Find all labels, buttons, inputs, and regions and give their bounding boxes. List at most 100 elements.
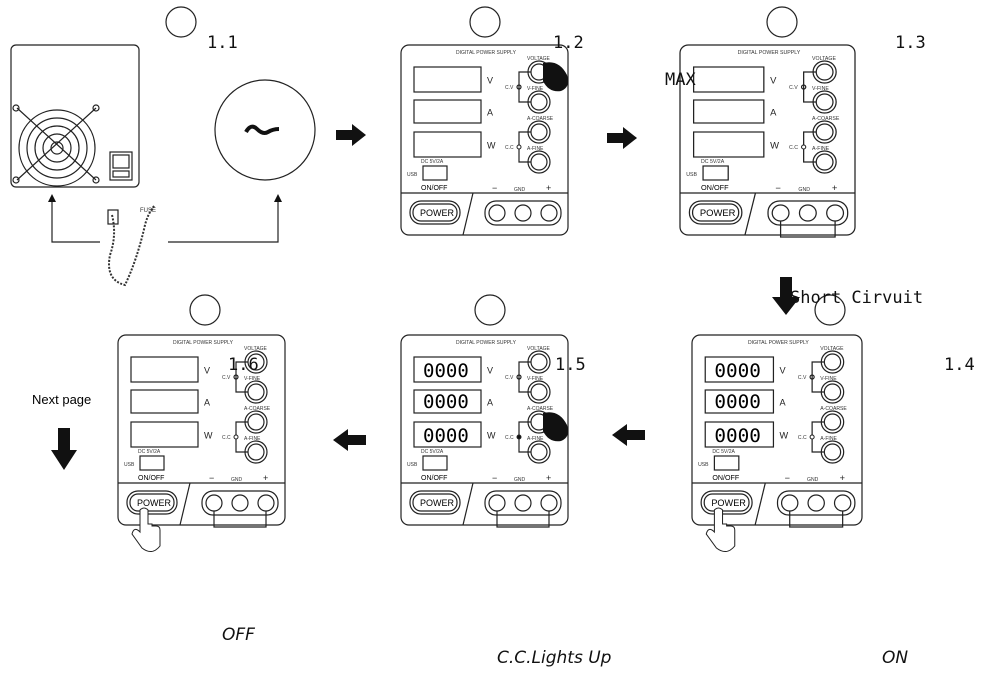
minus-label: −	[785, 473, 790, 483]
usb-port[interactable]	[422, 455, 448, 471]
hand-icon	[705, 507, 736, 552]
gnd-terminal[interactable]	[514, 494, 532, 512]
caption-off: OFF	[222, 625, 255, 645]
display-W	[704, 421, 775, 448]
hand-icon	[543, 62, 569, 92]
negative-terminal[interactable]	[488, 494, 506, 512]
usb-label: USB	[407, 462, 418, 468]
gnd-terminal[interactable]	[807, 494, 825, 512]
minus-label: −	[492, 473, 497, 483]
display-A	[692, 99, 765, 124]
unit-label: V	[780, 366, 787, 376]
positive-terminal[interactable]	[257, 494, 275, 512]
fuse-label: FUSE	[140, 208, 156, 214]
cc-indicator	[809, 434, 815, 440]
usb-port[interactable]	[713, 455, 740, 471]
unit-label: V	[204, 366, 210, 376]
short-circuit-wire	[789, 511, 844, 528]
power-button[interactable]	[409, 490, 461, 515]
unit-label: A	[780, 398, 787, 408]
gnd-terminal[interactable]	[231, 494, 249, 512]
positive-terminal[interactable]	[826, 204, 845, 222]
usb-port[interactable]	[702, 165, 729, 181]
usb-port[interactable]	[422, 165, 448, 181]
knob-label: A-COARSE	[244, 406, 271, 412]
display-V	[130, 356, 199, 383]
unit-label: A	[487, 108, 493, 118]
terminal-block	[484, 200, 562, 226]
short-circuit-note: Short Cirvuit	[790, 288, 923, 308]
caption-on: ON	[882, 648, 908, 668]
display-V	[413, 66, 482, 93]
power-button[interactable]	[700, 490, 753, 515]
cv-indicator	[809, 374, 815, 380]
short-circuit-wire	[779, 221, 836, 238]
negative-terminal[interactable]	[780, 494, 799, 512]
onoff-label: ON/OFF	[421, 475, 447, 482]
usb-rating: DC 5V/2A	[421, 159, 444, 165]
usb-rating: DC 5V/2A	[421, 449, 444, 455]
positive-terminal[interactable]	[540, 494, 558, 512]
knob-label: VOLTAGE	[244, 346, 268, 352]
display-value: 0000	[423, 391, 469, 413]
right-arrow-icon	[607, 127, 637, 149]
knob-label: V-FINE	[812, 86, 829, 92]
display-A	[413, 389, 482, 414]
display-value: 0000	[423, 425, 469, 447]
knob-label: A-COARSE	[820, 406, 847, 412]
power-button-label: POWER	[137, 498, 172, 508]
next-page-label: Next page	[32, 392, 91, 407]
fan-grille-icon	[12, 104, 100, 187]
power-button[interactable]	[126, 490, 178, 515]
gnd-terminal[interactable]	[514, 204, 532, 222]
step-label-1-4: 1.4	[944, 355, 975, 375]
unit-label: W	[204, 431, 213, 441]
minus-label: −	[492, 183, 497, 193]
plus-label: +	[840, 473, 845, 483]
unit-label: W	[487, 431, 496, 441]
cv-label: C.V	[798, 375, 807, 381]
unit-label: A	[204, 398, 210, 408]
usb-rating: DC 5V/2A	[701, 159, 725, 165]
knob-label: VOLTAGE	[820, 346, 844, 352]
down-arrow-icon	[51, 428, 77, 470]
plus-label: +	[546, 183, 551, 193]
gnd-label: GND	[807, 477, 819, 483]
unit-label: W	[770, 141, 779, 151]
positive-terminal[interactable]	[833, 494, 852, 512]
cv-label: C.V	[222, 375, 231, 381]
panel-header: DIGITAL POWER SUPPLY	[748, 340, 809, 346]
step-marker	[469, 6, 501, 38]
usb-rating: DC 5V/2A	[712, 449, 735, 455]
negative-terminal[interactable]	[205, 494, 223, 512]
plus-label: +	[546, 473, 551, 483]
cv-label: C.V	[505, 85, 514, 91]
gnd-label: GND	[798, 187, 810, 193]
hand-icon	[131, 507, 161, 552]
terminal-block	[776, 490, 856, 516]
power-supply-panel-1-2: DIGITAL POWER SUPPLYVAWVOLTAGEV-FINEA-CO…	[400, 44, 569, 236]
negative-terminal[interactable]	[488, 204, 506, 222]
cc-label: C.C	[505, 435, 514, 441]
gnd-terminal[interactable]	[798, 204, 817, 222]
usb-label: USB	[124, 462, 135, 468]
down-arrow-icon	[772, 277, 800, 315]
display-value: 0000	[714, 359, 761, 382]
display-value: 0000	[714, 390, 761, 413]
plus-label: +	[832, 183, 837, 193]
power-button[interactable]	[688, 200, 743, 225]
gnd-label: GND	[514, 477, 526, 483]
power-button[interactable]	[409, 200, 461, 225]
cv-indicator	[800, 84, 807, 90]
terminal-block	[767, 200, 849, 226]
cv-indicator	[516, 84, 522, 90]
usb-port[interactable]	[139, 455, 165, 471]
negative-terminal[interactable]	[771, 204, 790, 222]
knob-label: A-FINE	[527, 146, 544, 152]
power-button-label: POWER	[420, 498, 455, 508]
panel-header: DIGITAL POWER SUPPLY	[456, 340, 517, 346]
positive-terminal[interactable]	[540, 204, 558, 222]
cc-label: C.C	[222, 435, 231, 441]
